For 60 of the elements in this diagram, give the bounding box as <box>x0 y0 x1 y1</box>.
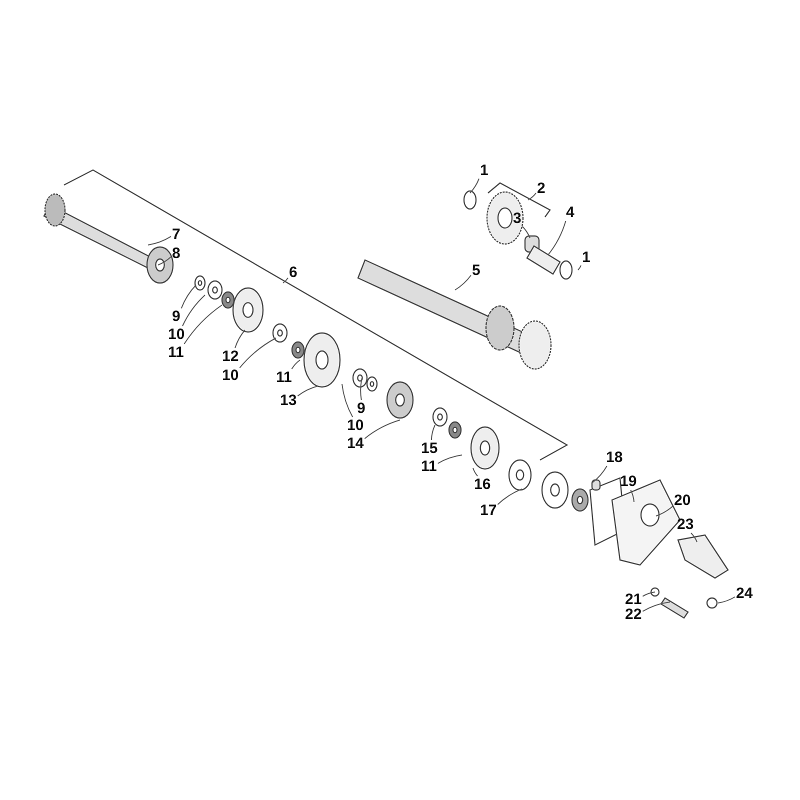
callout-number: 13 <box>280 393 297 408</box>
callout-number: 7 <box>172 227 180 242</box>
leader-line <box>158 256 172 266</box>
leader-line <box>282 277 288 284</box>
callout-number: 16 <box>474 477 491 492</box>
callout-number: 4 <box>566 205 574 220</box>
leader-line <box>642 592 656 597</box>
callout-number: 11 <box>421 459 437 474</box>
leader-line <box>690 532 698 542</box>
leader-line <box>297 386 318 396</box>
callout-number: 10 <box>222 368 239 383</box>
callout-number: 10 <box>168 327 185 342</box>
leader-line <box>470 178 480 194</box>
callout-number: 2 <box>537 181 546 196</box>
callout-number: 1 <box>480 163 488 178</box>
leader-line <box>364 420 400 440</box>
callout-number: 3 <box>513 211 522 226</box>
callout-number: 1 <box>582 250 590 265</box>
leader-line <box>437 454 462 464</box>
leader-line <box>656 506 674 516</box>
callout-number: 22 <box>625 607 642 622</box>
leader-line <box>180 284 196 309</box>
leader-line <box>182 294 206 326</box>
leader-line <box>528 192 536 200</box>
callout-number: 5 <box>472 263 480 278</box>
leader-line <box>642 602 670 612</box>
callout-number: 15 <box>421 441 438 456</box>
callout-number: 20 <box>674 493 691 508</box>
callout-number: 19 <box>620 474 637 489</box>
leader-line <box>184 304 222 344</box>
callout-number: 21 <box>625 592 642 607</box>
leader-line <box>497 488 522 506</box>
callout-number: 8 <box>172 246 180 261</box>
leader-line <box>360 378 362 400</box>
callout-number: 23 <box>677 517 694 532</box>
callout-number: 10 <box>347 418 364 433</box>
callout-number: 12 <box>222 349 239 364</box>
leader-line <box>291 360 300 370</box>
callout-number: 24 <box>736 586 753 601</box>
leader-line <box>578 264 582 270</box>
leader-line <box>718 596 736 604</box>
callout-number: 6 <box>289 265 298 280</box>
leader-line <box>630 490 634 502</box>
callout-number: 11 <box>276 370 292 385</box>
callout-number: 9 <box>357 401 366 416</box>
leader-line <box>239 338 276 368</box>
leader-line <box>548 220 566 256</box>
leader-line <box>342 384 354 418</box>
leader-line <box>454 274 472 290</box>
leader-line <box>148 236 172 246</box>
callout-number: 9 <box>172 309 180 324</box>
leader-line <box>472 468 478 476</box>
callout-number: 14 <box>347 436 364 451</box>
callout-number: 11 <box>168 345 184 360</box>
leader-line <box>430 424 436 440</box>
callout-number: 18 <box>606 450 623 465</box>
leader-line <box>522 226 530 238</box>
leader-line <box>234 330 246 348</box>
callout-number: 17 <box>480 503 497 518</box>
leader-line <box>592 466 608 484</box>
